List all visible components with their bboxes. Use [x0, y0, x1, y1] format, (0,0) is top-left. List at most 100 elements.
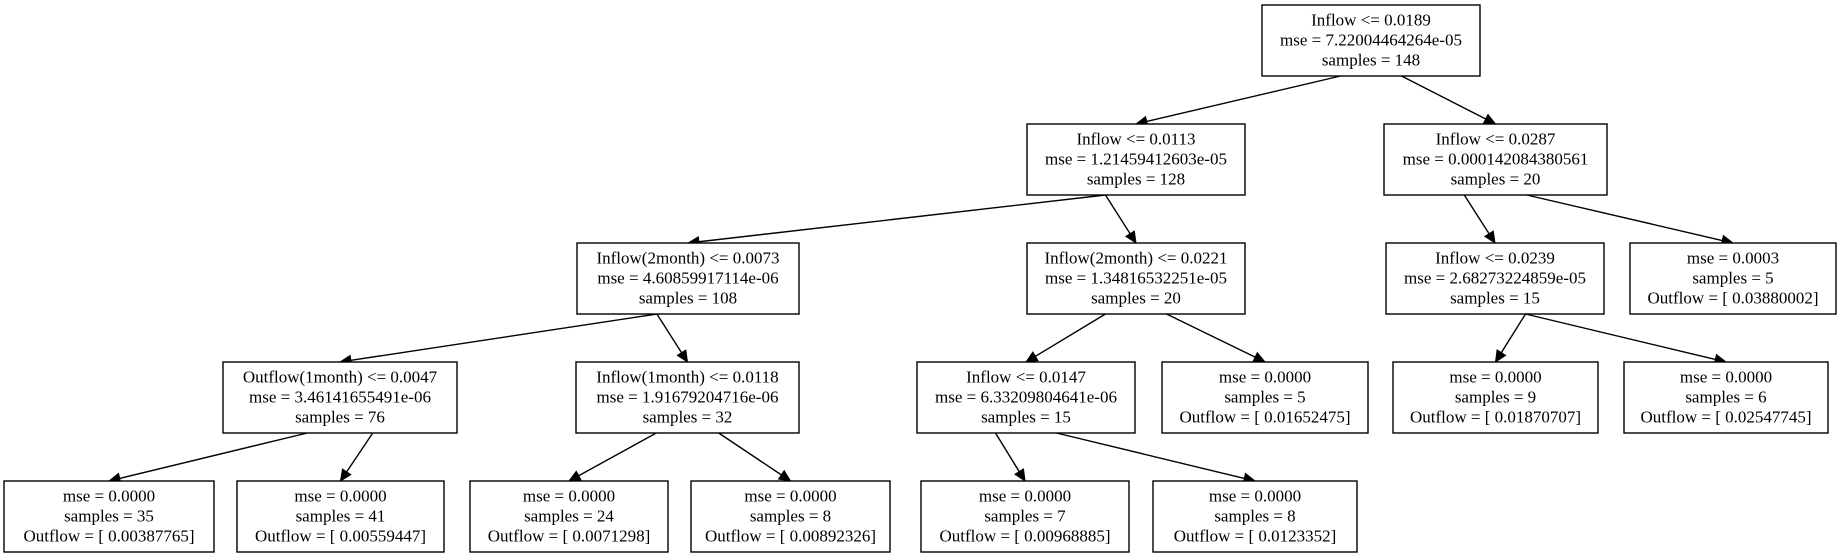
- tree-node-box: [690, 480, 891, 553]
- tree-node-line: samples = 7: [984, 507, 1066, 526]
- tree-edge-n8-n16: [718, 432, 782, 476]
- tree-edge-n3-n8: [656, 313, 683, 354]
- tree-node-line: Outflow(1month) <= 0.0047: [243, 368, 438, 387]
- tree-edge-n4-n10: [1166, 313, 1256, 358]
- tree-node-line: samples = 9: [1455, 388, 1536, 407]
- tree-node-line: mse = 0.0000: [1219, 368, 1311, 387]
- tree-edge-arrowhead: [1483, 230, 1496, 245]
- tree-edge-arrowhead: [1124, 230, 1137, 245]
- tree-node-box: [1383, 123, 1608, 196]
- tree-node-line: Inflow <= 0.0189: [1311, 11, 1431, 30]
- tree-edge-n1-n3: [698, 194, 1106, 243]
- tree-node-line: samples = 76: [295, 408, 385, 427]
- tree-node-line: Inflow(1month) <= 0.0118: [596, 368, 778, 387]
- tree-edge-arrowhead: [339, 468, 352, 483]
- tree-node-box: [1392, 361, 1599, 434]
- tree-node-line: mse = 0.000142084380561: [1403, 150, 1589, 169]
- tree-node-line: mse = 0.0000: [979, 487, 1071, 506]
- tree-node-box: [1161, 361, 1369, 434]
- tree-node-line: Outflow = [ 0.00892326]: [705, 527, 876, 546]
- tree-node-line: Inflow <= 0.0113: [1076, 130, 1195, 149]
- tree-edge-n2-n6: [1526, 194, 1723, 242]
- tree-node-line: mse = 1.21459412603e-05: [1045, 150, 1227, 169]
- tree-edge-n0-n2: [1401, 75, 1487, 120]
- tree-node-line: Inflow <= 0.0239: [1435, 249, 1555, 268]
- tree-node-line: mse = 4.60859917114e-06: [597, 269, 778, 288]
- tree-node-line: Outflow = [ 0.00968885]: [939, 527, 1110, 546]
- tree-node-line: Outflow = [ 0.00559447]: [255, 527, 426, 546]
- tree-edge-n5-n12: [1525, 313, 1716, 361]
- tree-node-box: [222, 361, 458, 434]
- tree-node-line: mse = 2.68273224859e-05: [1404, 269, 1586, 288]
- tree-node-box: [920, 480, 1130, 553]
- tree-node-line: mse = 0.0000: [523, 487, 615, 506]
- tree-node-box: [1629, 242, 1837, 315]
- tree-node-line: samples = 41: [296, 507, 386, 526]
- tree-node-line: Inflow(2month) <= 0.0073: [596, 249, 779, 268]
- tree-node-line: mse = 6.33209804641e-06: [935, 388, 1117, 407]
- tree-node-line: samples = 35: [64, 507, 154, 526]
- tree-edge-n7-n14: [346, 432, 374, 473]
- tree-node-line: Outflow = [ 0.0071298]: [488, 527, 651, 546]
- tree-node-line: samples = 20: [1091, 289, 1181, 308]
- tree-node-line: mse = 1.34816532251e-05: [1045, 269, 1227, 288]
- tree-node-box: [1261, 4, 1481, 77]
- tree-edge-n9-n18: [1056, 432, 1245, 480]
- tree-node-line: samples = 20: [1451, 170, 1541, 189]
- tree-node-line: mse = 0.0000: [63, 487, 155, 506]
- tree-node-line: samples = 15: [1450, 289, 1540, 308]
- tree-node-line: samples = 8: [750, 507, 831, 526]
- tree-edge-n4-n9: [1035, 313, 1106, 357]
- tree-edge-n9-n17: [994, 432, 1020, 472]
- tree-node-line: samples = 6: [1685, 388, 1766, 407]
- tree-node-line: mse = 0.0000: [744, 487, 836, 506]
- tree-node-line: samples = 148: [1322, 51, 1420, 70]
- tree-node-box: [3, 480, 215, 553]
- tree-node-box: [576, 242, 800, 315]
- tree-node-line: Outflow = [ 0.01870707]: [1410, 408, 1581, 427]
- tree-node-line: mse = 3.46141655491e-06: [249, 388, 431, 407]
- tree-node-line: Outflow = [ 0.0123352]: [1174, 527, 1337, 546]
- tree-edge-n2-n5: [1463, 194, 1490, 235]
- tree-node-line: samples = 5: [1692, 269, 1773, 288]
- tree-node-box: [1623, 361, 1829, 434]
- tree-node-line: Inflow <= 0.0147: [966, 368, 1086, 387]
- tree-node-box: [1152, 480, 1358, 553]
- tree-edge-n8-n15: [578, 432, 657, 477]
- tree-node-line: Outflow = [ 0.01652475]: [1179, 408, 1350, 427]
- tree-edge-n7-n13: [119, 432, 308, 480]
- tree-node-line: mse = 7.22004464264e-05: [1280, 31, 1462, 50]
- tree-edge-n5-n11: [1500, 313, 1527, 354]
- tree-edge-arrowhead: [1014, 468, 1026, 483]
- tree-node-line: Outflow = [ 0.00387765]: [23, 527, 194, 546]
- tree-edge-n3-n7: [350, 313, 658, 362]
- tree-edge-arrowhead: [676, 349, 689, 364]
- tree-node-line: samples = 15: [981, 408, 1071, 427]
- tree-node-box: [1026, 123, 1246, 196]
- tree-edge-arrowhead: [1024, 351, 1039, 363]
- tree-node-line: Inflow(2month) <= 0.0221: [1044, 249, 1227, 268]
- tree-edge-arrowhead: [1482, 113, 1497, 125]
- tree-node-line: Outflow = [ 0.02547745]: [1640, 408, 1811, 427]
- tree-edge-n0-n1: [1146, 75, 1341, 123]
- tree-node-box: [1026, 242, 1246, 315]
- tree-node-line: Outflow = [ 0.03880002]: [1647, 289, 1818, 308]
- tree-node-line: samples = 32: [643, 408, 733, 427]
